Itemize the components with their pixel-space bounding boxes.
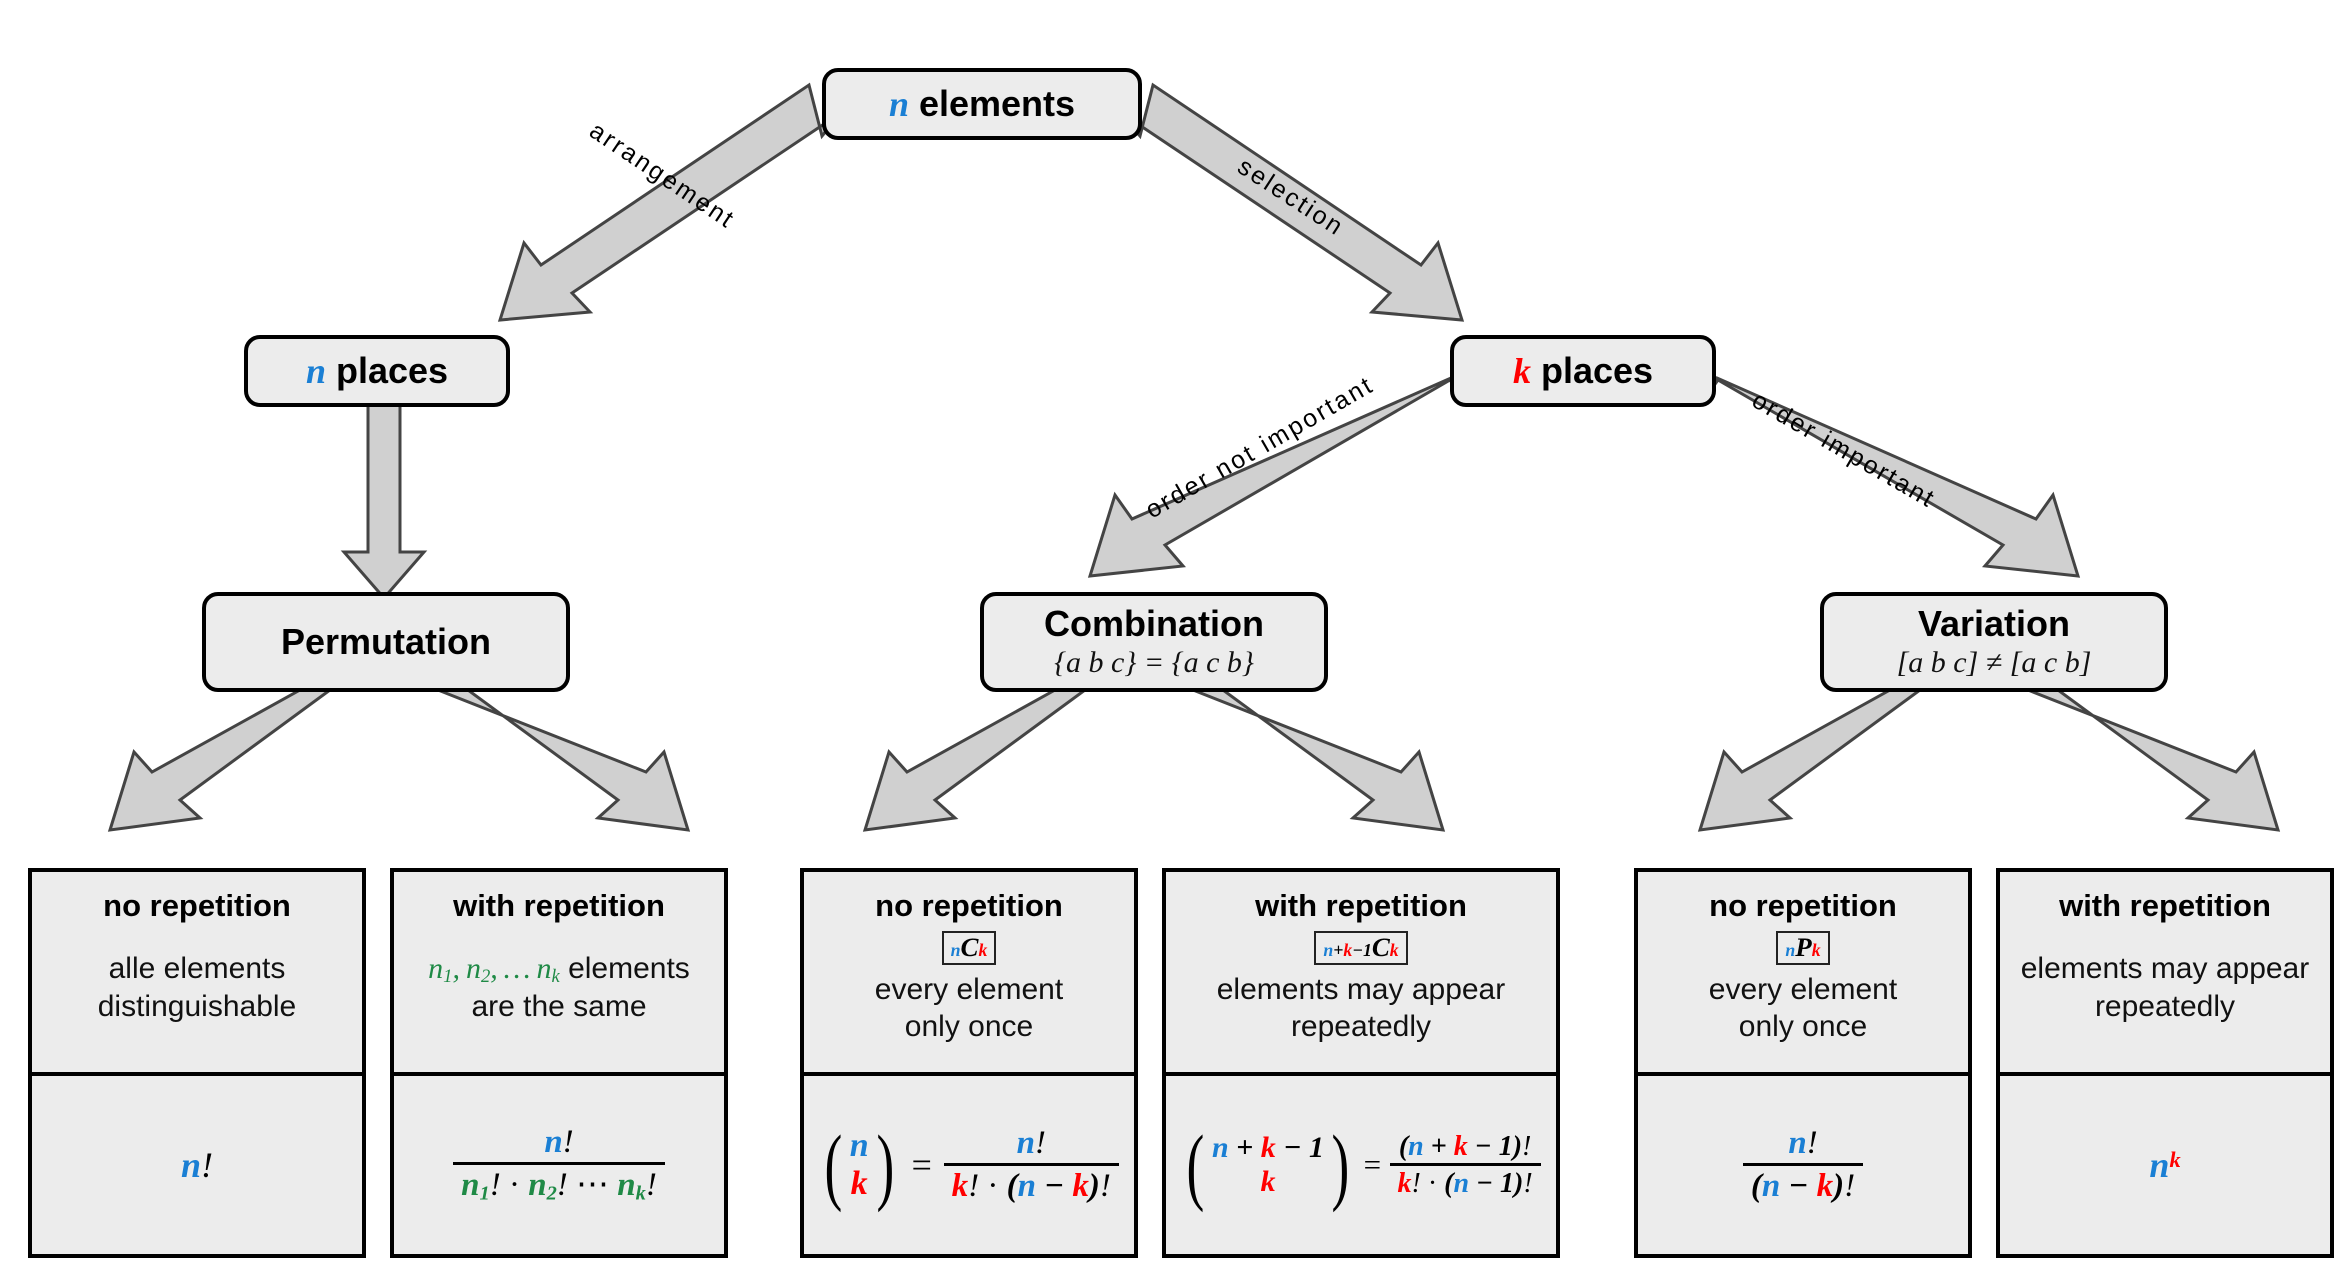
- leaf-title: with repetition: [453, 888, 665, 923]
- leaf-description: alle elements distinguishable: [92, 924, 302, 1062]
- var-n: n: [305, 350, 326, 391]
- arrow-k-places-to-variation: [1698, 376, 2081, 578]
- leaf-title: with repetition: [2059, 888, 2271, 923]
- node-variation-title: Variation: [1917, 602, 2071, 644]
- leaf-description: every element only once: [869, 965, 1069, 1062]
- arrow-root-to-n-places: [497, 82, 844, 322]
- arrow-k-places-to-combination: [1087, 376, 1470, 578]
- desc-line-1: elements may appear: [1216, 972, 1506, 1006]
- leaf-variation-no-repetition[interactable]: no repetition nPk every element only onc…: [1634, 868, 1972, 1258]
- leaf-variation-with-repetition[interactable]: with repetition elements may appear repe…: [1996, 868, 2334, 1258]
- leaf-combination-no-repetition[interactable]: no repetition nCk every element only onc…: [800, 868, 1138, 1258]
- node-k-places-label: k places: [1512, 349, 1654, 391]
- node-variation-subtitle: [a b c] ≠ [a c b]: [1896, 645, 2092, 679]
- arrow-combination-to-no-repetition: [862, 688, 1090, 832]
- arrow-root-to-k-places: [1118, 82, 1465, 322]
- leaf-description: every element only once: [1703, 965, 1903, 1062]
- desc-line-1: alle elements: [108, 952, 286, 986]
- node-combination-title: Combination: [1044, 602, 1264, 644]
- leaf-description: elements may appear repeatedly: [1211, 965, 1512, 1062]
- leaf-formula: n! (n − k)!: [1638, 1072, 1968, 1254]
- node-permutation-title: Permutation: [280, 620, 492, 662]
- arrow-n-places-to-permutation: [340, 403, 428, 601]
- leaf-permutation-no-repetition[interactable]: no repetition alle elements distinguisha…: [28, 868, 366, 1258]
- desc-line-2: distinguishable: [97, 989, 297, 1023]
- leaf-title: with repetition: [1255, 888, 1467, 923]
- leaf-top: with repetition n+k−1Ck elements may app…: [1166, 872, 1556, 1072]
- leaf-formula: n!: [32, 1072, 362, 1254]
- leaf-top: with repetition n1, n2, … nk elements ar…: [394, 872, 724, 1072]
- group-vars: n1, n2, … nk: [428, 951, 560, 987]
- desc-line-1: every element: [874, 972, 1064, 1006]
- desc-line-2: only once: [1738, 1010, 1868, 1044]
- arrow-permutation-to-with-repetition: [437, 688, 691, 832]
- leaf-symbol-nk1Ck: n+k−1Ck: [1314, 930, 1408, 965]
- leaf-top: no repetition nPk every element only onc…: [1638, 872, 1968, 1072]
- desc-line-1: every element: [1708, 972, 1898, 1006]
- node-k-places-text: places: [1530, 349, 1654, 391]
- desc-line-1: elements may appear: [2020, 952, 2310, 986]
- var-n: n: [888, 83, 909, 124]
- desc-line-2: repeatedly: [1290, 1010, 1432, 1044]
- leaf-formula: n! n1! · n2! ⋯ nk!: [394, 1072, 724, 1254]
- leaf-description: n1, n2, … nk elements are the same: [428, 951, 690, 1024]
- leaf-formula: nk: [2000, 1072, 2330, 1254]
- arrow-permutation-to-no-repetition: [107, 688, 335, 832]
- node-combination[interactable]: Combination {a b c} = {a c b}: [980, 592, 1328, 692]
- arrow-combination-to-with-repetition: [1192, 688, 1446, 832]
- desc-line-2: repeatedly: [2094, 989, 2236, 1023]
- leaf-permutation-with-repetition[interactable]: with repetition n1, n2, … nk elements ar…: [390, 868, 728, 1258]
- desc-line-2: only once: [904, 1010, 1034, 1044]
- node-combination-subtitle: {a b c} = {a c b}: [1054, 645, 1254, 679]
- arrow-variation-to-no-repetition: [1697, 688, 1925, 832]
- node-n-places-label: n places: [305, 349, 449, 391]
- leaf-description: elements may appear repeatedly: [2015, 924, 2316, 1062]
- node-n-elements-text: elements: [908, 82, 1076, 124]
- arrow-variation-to-with-repetition: [2027, 688, 2281, 832]
- leaf-symbol-nCk: nCk: [941, 930, 997, 965]
- leaf-top: with repetition elements may appear repe…: [2000, 872, 2330, 1072]
- node-n-places-text: places: [325, 349, 449, 391]
- var-k: k: [1512, 350, 1531, 391]
- node-n-places[interactable]: n places: [244, 335, 510, 407]
- node-n-elements-label: n elements: [888, 82, 1076, 124]
- node-k-places[interactable]: k places: [1450, 335, 1716, 407]
- leaf-title: no repetition: [103, 888, 291, 923]
- node-variation[interactable]: Variation [a b c] ≠ [a c b]: [1820, 592, 2168, 692]
- node-permutation[interactable]: Permutation: [202, 592, 570, 692]
- node-n-elements[interactable]: n elements: [822, 68, 1142, 140]
- leaf-top: no repetition alle elements distinguisha…: [32, 872, 362, 1072]
- leaf-title: no repetition: [1709, 888, 1897, 923]
- leaf-top: no repetition nCk every element only onc…: [804, 872, 1134, 1072]
- leaf-title: no repetition: [875, 888, 1063, 923]
- desc-line-2: are the same: [471, 990, 647, 1024]
- leaf-symbol-nPk: nPk: [1776, 930, 1830, 965]
- leaf-combination-with-repetition[interactable]: with repetition n+k−1Ck elements may app…: [1162, 868, 1560, 1258]
